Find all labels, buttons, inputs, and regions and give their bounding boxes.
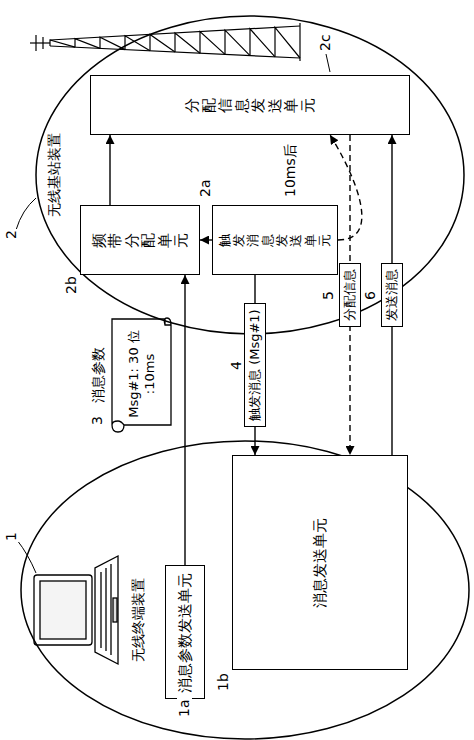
leader-line [326, 54, 330, 72]
callout-number: 3 [90, 415, 105, 426]
device-title: 无线终端装置 [130, 578, 148, 662]
unit-label: 消息发送单元 [311, 518, 330, 608]
device-title: 无线基站装置 [46, 133, 64, 217]
callout-number: 1a [177, 699, 192, 719]
leader-line [16, 198, 36, 230]
message-tag: 分配信息 [339, 263, 361, 327]
oval-outline-path [21, 441, 469, 739]
oval-outline-path [36, 16, 464, 334]
arrow-connector [200, 239, 212, 240]
unit-box: 消息参数发送单元 [165, 566, 205, 700]
callout-number: 2c [318, 33, 333, 52]
callout-number: 1b [216, 672, 231, 692]
unit-box: 频带分配单元 [80, 205, 200, 275]
unit-label: 频带分配单元 [91, 233, 190, 248]
unit-box: 消息发送单元 [232, 455, 408, 670]
callout-number: 2a [198, 179, 213, 199]
callout-number: 2b [64, 275, 79, 295]
arrow-connector [109, 135, 110, 205]
callout-number: 6 [363, 290, 378, 301]
laptop-illustration [34, 556, 118, 664]
unit-box: 分配信息发送单元 [90, 75, 410, 135]
message-tag: 触发消息 (Msg#1) [244, 303, 266, 427]
arrow-connector [184, 275, 185, 566]
edge-label: 10ms后 [283, 143, 298, 198]
unit-label: 消息参数发送单元 [176, 573, 195, 693]
scroll-outline-path [112, 318, 171, 432]
callout-number: 2 [4, 229, 19, 240]
callout-number: 5 [321, 290, 336, 301]
callout-number: 4 [229, 360, 244, 371]
unit-label: 触发消息发送单元 [218, 234, 332, 247]
unit-box: 触发消息发送单元 [212, 205, 338, 275]
callout-number: 1 [4, 531, 19, 542]
scroll-body-text: Msg#1: 30 位 :10ms [126, 329, 159, 419]
scroll-heading: 消息参数 [90, 347, 108, 403]
message-tag: 发送消息 [381, 263, 403, 327]
terminal-device-oval: 无线终端装置 消息参数发送单元 消息发送单元 [20, 440, 470, 740]
unit-label: 分配信息发送单元 [184, 98, 316, 113]
